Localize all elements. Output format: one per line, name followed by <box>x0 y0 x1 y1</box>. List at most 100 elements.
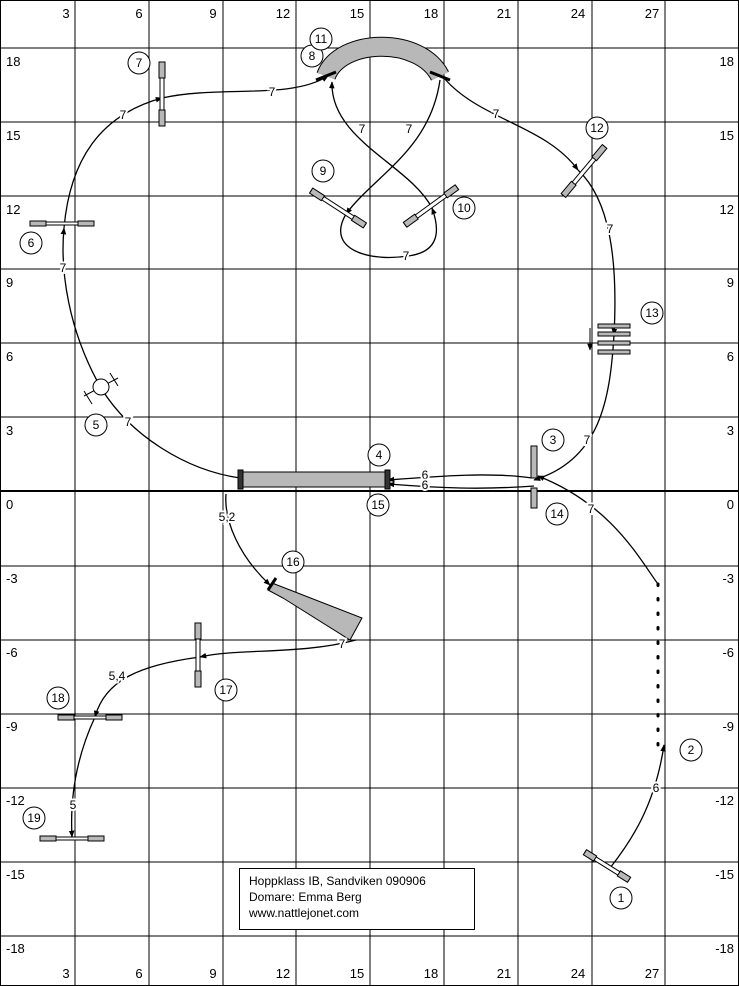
top-label: 3 <box>62 6 69 21</box>
svg-text:9: 9 <box>320 164 327 178</box>
course-info-box: Hoppklass IB, Sandviken 090906 Domare: E… <box>239 868 475 930</box>
distance-label: 7 <box>493 107 500 121</box>
path-6-7 <box>63 96 163 229</box>
path-10-11 <box>328 81 433 209</box>
right-label: -12 <box>715 793 734 808</box>
distance-label: 7 <box>120 108 127 122</box>
svg-text:8: 8 <box>309 49 316 63</box>
distance-label: 7 <box>60 261 67 275</box>
jump-obstacle-7 <box>158 61 166 127</box>
jump-obstacle-9 <box>308 187 368 229</box>
distance-label: 7 <box>588 502 595 516</box>
number-circle-9: 9 <box>311 159 335 183</box>
svg-text:14: 14 <box>550 507 564 521</box>
svg-text:17: 17 <box>219 683 233 697</box>
jump-obstacle-10 <box>402 184 460 228</box>
svg-text:13: 13 <box>645 306 659 320</box>
tunnel-obstacle-16 <box>267 582 363 641</box>
right-label: 18 <box>720 54 734 69</box>
jump-obstacle-17 <box>194 622 202 688</box>
top-label: 9 <box>209 6 216 21</box>
svg-text:5: 5 <box>93 418 100 432</box>
distance-label: 7 <box>607 222 614 236</box>
path-16-17 <box>199 639 357 659</box>
distance-label: 6 <box>422 468 429 482</box>
distance-labels: 6 7 6 6 7 7 7 7 7 7 7 7 7 7 7 7 5,2 7 5,… <box>58 83 662 814</box>
path-15-16 <box>225 493 271 586</box>
svg-text:1: 1 <box>618 891 625 905</box>
jump-obstacle-3 <box>530 445 538 479</box>
distance-label: 7 <box>406 122 413 136</box>
svg-text:7: 7 <box>136 56 143 70</box>
left-label: -18 <box>6 941 25 956</box>
number-circle-17: 17 <box>214 678 238 702</box>
top-label: 24 <box>571 6 585 21</box>
path-14-15 <box>387 481 535 489</box>
path-9-10 <box>340 207 438 259</box>
path-1-2 <box>609 744 666 869</box>
path-5-6 <box>60 227 102 389</box>
top-label: 21 <box>497 6 511 21</box>
left-label: 6 <box>6 349 13 364</box>
jump-obstacle-14 <box>530 487 538 509</box>
bottom-label: 6 <box>135 966 142 981</box>
right-label: -3 <box>722 571 734 586</box>
bottom-label: 9 <box>209 966 216 981</box>
left-label: -9 <box>6 719 18 734</box>
left-label: -15 <box>6 867 25 882</box>
number-circle-16: 16 <box>281 550 305 574</box>
bottom-label: 21 <box>497 966 511 981</box>
left-label: -12 <box>6 793 25 808</box>
path-7-8 <box>161 75 329 99</box>
svg-text:11: 11 <box>315 32 328 46</box>
path-17-18 <box>93 656 201 718</box>
path-11-12 <box>443 77 579 171</box>
distance-label: 7 <box>125 415 132 429</box>
path-2-3 <box>537 475 659 585</box>
number-circle-1: 1 <box>609 886 633 910</box>
jump-obstacle-18 <box>57 714 123 721</box>
jump-obstacle-13 <box>597 323 631 355</box>
top-label: 12 <box>276 6 290 21</box>
bottom-label: 24 <box>571 966 585 981</box>
distance-label: 5 <box>70 798 77 812</box>
path-18-19 <box>68 716 96 838</box>
path-4-5 <box>100 387 241 479</box>
svg-text:12: 12 <box>590 121 604 135</box>
svg-text:2: 2 <box>688 743 695 757</box>
number-circle-19: 19 <box>22 806 46 830</box>
right-label: 3 <box>727 423 734 438</box>
right-label: 0 <box>727 497 734 512</box>
right-label: 6 <box>727 349 734 364</box>
distance-label: 5,2 <box>219 510 236 524</box>
judge-name: Domare: Emma Berg <box>249 890 362 904</box>
right-label: -6 <box>722 645 734 660</box>
top-label: 27 <box>645 6 659 21</box>
number-circle-11: 11 <box>309 27 333 51</box>
number-circle-10: 10 <box>452 196 476 220</box>
obstacles <box>29 36 632 884</box>
course-title: Hoppklass IB, Sandviken 090906 <box>249 874 426 888</box>
svg-text:18: 18 <box>51 691 65 705</box>
bottom-label: 18 <box>424 966 438 981</box>
number-circle-13: 13 <box>640 301 664 325</box>
distance-label: 7 <box>359 122 366 136</box>
number-circle-14: 14 <box>545 502 569 526</box>
left-label: 12 <box>6 202 20 217</box>
svg-text:16: 16 <box>286 555 300 569</box>
right-label: 12 <box>720 202 734 217</box>
website-link[interactable]: www.nattlejonet.com <box>249 906 360 920</box>
tire-obstacle-5 <box>83 372 119 405</box>
path-12-13 <box>577 169 618 336</box>
left-label: -6 <box>6 645 18 660</box>
bottom-label: 27 <box>645 966 659 981</box>
tunnel-obstacle-4 <box>239 471 389 488</box>
distance-label: 7 <box>269 85 276 99</box>
right-label: -9 <box>722 719 734 734</box>
right-label: -18 <box>715 941 734 956</box>
distance-label: 7 <box>403 249 410 263</box>
number-circle-18: 18 <box>46 686 70 710</box>
path-8-9 <box>345 79 441 215</box>
